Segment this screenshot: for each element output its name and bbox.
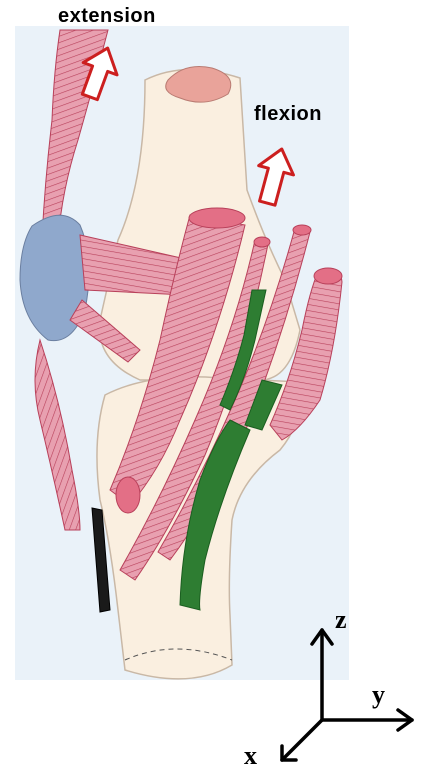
x-axis-label: x <box>244 741 257 771</box>
flexion-label: flexion <box>254 103 322 126</box>
patellar-ligament <box>35 340 80 530</box>
y-axis-label: y <box>372 680 385 710</box>
x-axis <box>282 720 322 760</box>
gracilis-muscle-end <box>254 237 270 247</box>
coordinate-axes <box>282 630 412 760</box>
z-axis-label: z <box>335 605 347 635</box>
extension-label: extension <box>58 5 156 28</box>
hamstring-muscle-distal-end <box>116 477 140 513</box>
hamstring-muscle-end <box>189 208 245 228</box>
flexion-arrow <box>250 144 299 207</box>
gastrocnemius-muscle-end <box>314 268 342 284</box>
sartorius-muscle-end <box>293 225 311 235</box>
